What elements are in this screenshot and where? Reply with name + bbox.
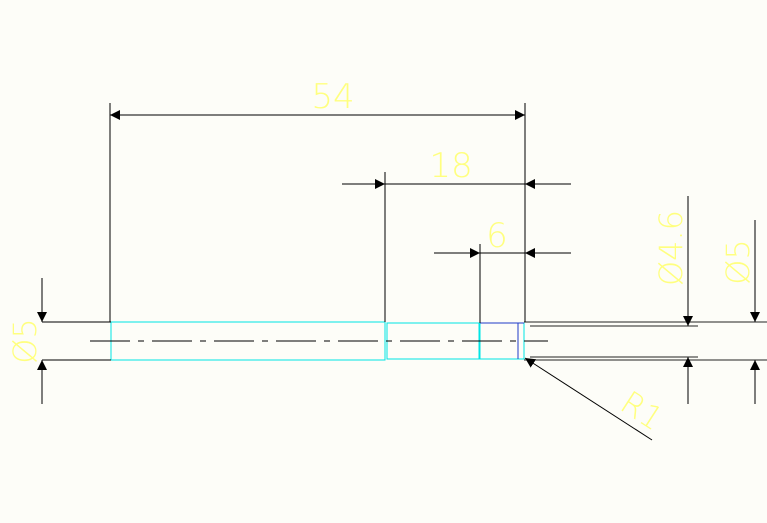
dimension-fillet-radius: R1 bbox=[524, 357, 670, 441]
shaft-continuation bbox=[524, 321, 767, 361]
fillet-radius-label: R1 bbox=[614, 383, 670, 438]
dimension-6-label: 6 bbox=[486, 216, 508, 256]
dimension-18: 18 bbox=[342, 146, 571, 189]
dimension-6: 6 bbox=[434, 216, 571, 258]
right-diameter-label: Ø5 bbox=[719, 239, 757, 285]
dimension-54-label: 54 bbox=[311, 77, 354, 117]
left-diameter-label: Ø5 bbox=[6, 318, 44, 364]
left-extension-lines bbox=[42, 321, 111, 361]
dimension-left-diameter: Ø5 bbox=[6, 278, 47, 404]
groove-diameter-label: Ø4.6 bbox=[652, 210, 690, 286]
dimension-groove-diameter: Ø4.6 bbox=[652, 196, 693, 404]
groove-edge-lines bbox=[480, 322, 524, 359]
vertical-extension-lines bbox=[109, 103, 526, 323]
dimension-right-diameter: Ø5 bbox=[719, 220, 760, 404]
dimension-54: 54 bbox=[110, 77, 525, 120]
dimension-18-label: 18 bbox=[429, 146, 472, 186]
